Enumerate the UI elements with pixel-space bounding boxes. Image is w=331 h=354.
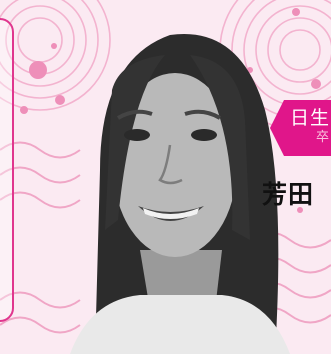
eye-left	[124, 129, 150, 141]
school-badge	[270, 100, 331, 156]
badge-line1: 日生	[290, 107, 331, 129]
badge-line2: 卒	[316, 130, 330, 145]
mouth	[138, 206, 204, 221]
eye-right	[191, 129, 217, 141]
polka-dots	[20, 8, 321, 213]
nose	[158, 144, 183, 185]
eyebrow-right	[184, 109, 222, 120]
hair-side-left	[105, 55, 165, 230]
person-name: 芳田	[262, 180, 315, 209]
clothing-shape	[70, 295, 290, 354]
teeth	[143, 208, 199, 219]
hair-side-right	[190, 55, 250, 240]
eyebrow-left	[116, 109, 153, 120]
